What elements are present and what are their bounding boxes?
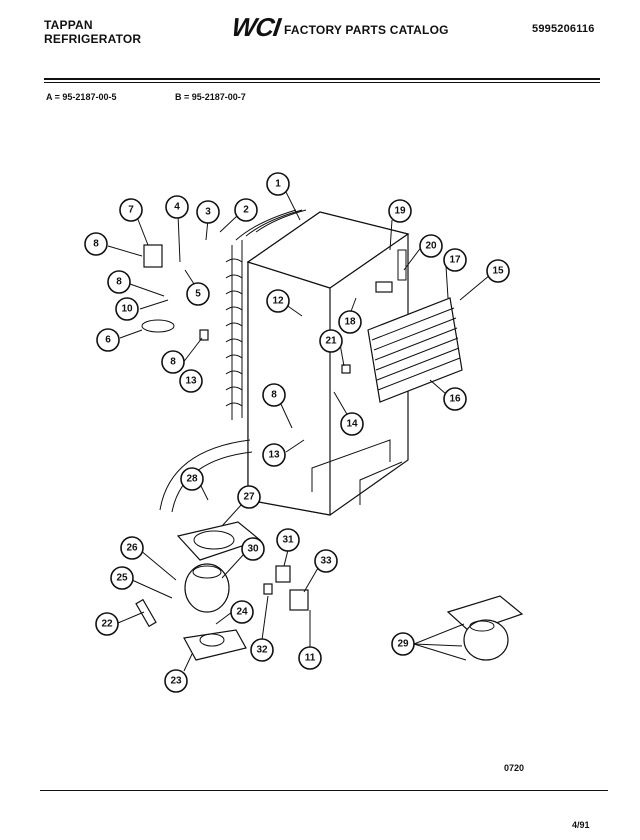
svg-text:31: 31: [282, 535, 294, 546]
svg-text:26: 26: [126, 543, 138, 554]
callout-5: 5: [186, 282, 210, 306]
svg-text:22: 22: [101, 619, 113, 630]
callout-8-mid: 8: [107, 270, 131, 294]
product-type: REFRIGERATOR: [44, 32, 142, 46]
svg-text:29: 29: [397, 639, 409, 650]
svg-text:6: 6: [105, 335, 111, 346]
callout-3: 3: [196, 200, 220, 224]
svg-text:2: 2: [243, 205, 249, 216]
svg-text:8: 8: [170, 357, 176, 368]
callout-8-top: 8: [84, 232, 108, 256]
callout-2: 2: [234, 198, 258, 222]
evaporator-coil: [367, 297, 463, 403]
callout-26: 26: [120, 536, 144, 560]
callout-27: 27: [237, 485, 261, 509]
callout-13-low: 13: [262, 443, 286, 467]
svg-text:12: 12: [272, 296, 284, 307]
svg-text:3: 3: [205, 207, 211, 218]
svg-text:20: 20: [425, 241, 437, 252]
svg-text:13: 13: [268, 450, 280, 461]
compressor-assembly: [446, 595, 524, 661]
svg-text:4: 4: [174, 202, 180, 213]
svg-text:33: 33: [320, 556, 332, 567]
svg-text:8: 8: [271, 390, 277, 401]
svg-text:24: 24: [236, 607, 248, 618]
svg-text:30: 30: [247, 544, 259, 555]
callout-23: 23: [164, 669, 188, 693]
callout-8-low: 8: [161, 350, 185, 374]
relay-and-overload: [263, 565, 309, 611]
svg-text:14: 14: [346, 419, 358, 430]
header-rule: [44, 78, 600, 80]
callout-22: 22: [95, 612, 119, 636]
callout-28: 28: [180, 467, 204, 491]
leader-lines: [107, 191, 491, 672]
callout-19: 19: [388, 199, 412, 223]
brand-name: TAPPAN: [44, 18, 93, 32]
callout-8-right: 8: [262, 383, 286, 407]
svg-text:27: 27: [243, 492, 255, 503]
svg-text:10: 10: [121, 304, 133, 315]
svg-text:13: 13: [185, 376, 197, 387]
catalog-part-number: 5995206116: [532, 23, 595, 35]
callout-10: 10: [115, 297, 139, 321]
catalog-title: FACTORY PARTS CATALOG: [284, 23, 449, 37]
callout-15: 15: [486, 259, 510, 283]
callout-25: 25: [110, 566, 134, 590]
svg-text:17: 17: [449, 255, 461, 266]
callout-4: 4: [165, 195, 189, 219]
rear-condenser-coil: [225, 209, 307, 420]
callout-7: 7: [119, 198, 143, 222]
header-rule-thin: [44, 82, 600, 83]
svg-text:8: 8: [93, 239, 99, 250]
callout-14: 14: [340, 412, 364, 436]
callout-12: 12: [266, 289, 290, 313]
svg-text:8: 8: [116, 277, 122, 288]
footer-rule: [40, 790, 608, 791]
callout-33: 33: [314, 549, 338, 573]
diagram-code: 0720: [504, 763, 525, 773]
svg-text:25: 25: [116, 573, 128, 584]
brand-block: TAPPAN REFRIGERATOR: [44, 18, 141, 46]
callout-30: 30: [241, 537, 265, 561]
callout-16: 16: [443, 387, 467, 411]
callout-29: 29: [391, 632, 415, 656]
callout-24: 24: [230, 600, 254, 624]
svg-text:1: 1: [275, 179, 281, 190]
callout-1: 1: [266, 172, 290, 196]
compressor: [183, 563, 247, 661]
svg-text:16: 16: [449, 394, 461, 405]
svg-text:19: 19: [394, 206, 406, 217]
svg-text:28: 28: [186, 474, 198, 485]
callout-6: 6: [96, 328, 120, 352]
callout-21: 21: [319, 329, 343, 353]
small-parts: [135, 244, 393, 628]
svg-text:11: 11: [305, 653, 316, 664]
catalog-date: 4/91: [572, 820, 590, 830]
svg-text:23: 23: [170, 676, 182, 687]
svg-text:5: 5: [195, 289, 201, 300]
svg-text:32: 32: [256, 645, 268, 656]
svg-text:18: 18: [344, 317, 356, 328]
svg-text:7: 7: [128, 205, 134, 216]
callout-20: 20: [419, 234, 443, 258]
svg-text:15: 15: [492, 266, 504, 277]
callout-17: 17: [443, 248, 467, 272]
callout-32: 32: [250, 638, 274, 662]
callout-18: 18: [338, 310, 362, 334]
callout-11: 11: [298, 646, 322, 670]
model-a-label: A = 95-2187-00-5: [46, 92, 117, 102]
callout-13-top: 13: [179, 369, 203, 393]
svg-text:21: 21: [325, 336, 337, 347]
model-b-label: B = 95-2187-00-7: [175, 92, 246, 102]
callout-31: 31: [276, 528, 300, 552]
